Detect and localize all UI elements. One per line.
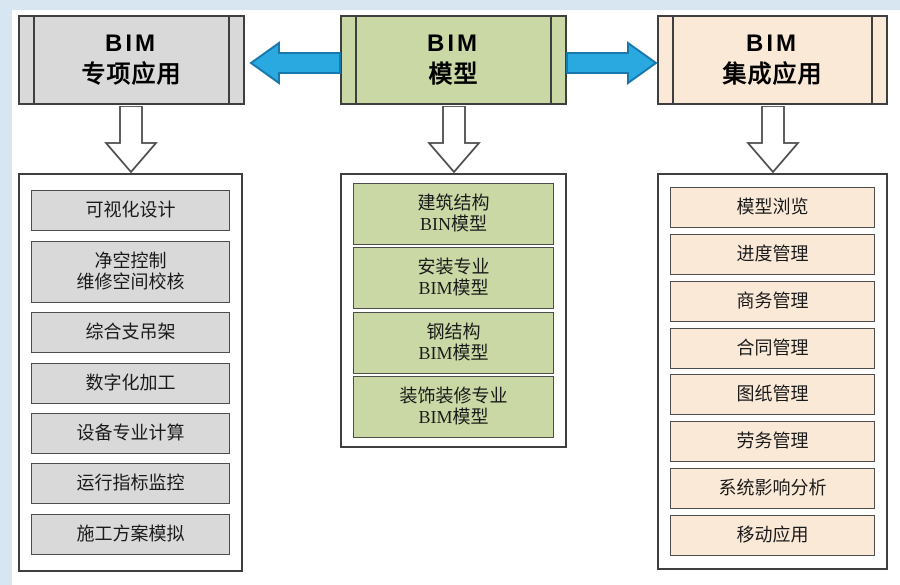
header-integrated-applications-line2: 集成应用 bbox=[722, 61, 823, 88]
item-special-applications-6: 施工方案模拟 bbox=[31, 513, 230, 555]
arrow-right-icon bbox=[566, 41, 658, 85]
item-bim-model-1: 安装专业 BIM模型 bbox=[353, 247, 554, 310]
header-special-applications-line2: 专项应用 bbox=[81, 61, 182, 88]
arrow-left-icon bbox=[249, 41, 341, 85]
header-integrated-applications: BIM 集成应用 bbox=[657, 15, 888, 105]
item-bim-model-2: 钢结构 BIM模型 bbox=[353, 311, 554, 374]
container-special-applications: 可视化设计净空控制 维修空间校核综合支吊架数字化加工设备专业计算运行指标监控施工… bbox=[18, 173, 243, 572]
header-special-applications-line1: BIM bbox=[105, 30, 158, 57]
header-bim-model: BIM 模型 bbox=[340, 15, 567, 105]
item-integrated-applications-0: 模型浏览 bbox=[670, 186, 875, 228]
item-bim-model-3: 装饰装修专业 BIM模型 bbox=[353, 375, 554, 438]
header-bim-model-line1: BIM bbox=[427, 30, 480, 57]
item-integrated-applications-1: 进度管理 bbox=[670, 233, 875, 275]
item-special-applications-0: 可视化设计 bbox=[31, 190, 230, 232]
item-special-applications-1: 净空控制 维修空间校核 bbox=[31, 240, 230, 303]
page-edge-top bbox=[0, 0, 900, 10]
header-integrated-applications-line1: BIM bbox=[746, 30, 799, 57]
item-integrated-applications-6: 系统影响分析 bbox=[670, 468, 875, 510]
header-bim-model-line2: 模型 bbox=[428, 61, 479, 88]
item-integrated-applications-3: 合同管理 bbox=[670, 327, 875, 369]
item-integrated-applications-4: 图纸管理 bbox=[670, 374, 875, 416]
item-special-applications-2: 综合支吊架 bbox=[31, 312, 230, 354]
item-integrated-applications-5: 劳务管理 bbox=[670, 421, 875, 463]
item-special-applications-5: 运行指标监控 bbox=[31, 463, 230, 505]
header-special-applications: BIM 专项应用 bbox=[18, 15, 245, 105]
container-integrated-applications: 模型浏览进度管理商务管理合同管理图纸管理劳务管理系统影响分析移动应用 bbox=[657, 173, 888, 570]
item-bim-model-0: 建筑结构 BIN模型 bbox=[353, 183, 554, 246]
item-special-applications-4: 设备专业计算 bbox=[31, 412, 230, 454]
item-integrated-applications-2: 商务管理 bbox=[670, 280, 875, 322]
arrow-down-left-icon bbox=[104, 106, 158, 174]
arrow-down-center-icon bbox=[427, 106, 481, 174]
item-integrated-applications-7: 移动应用 bbox=[670, 515, 875, 556]
arrow-down-right-icon bbox=[746, 106, 800, 174]
page-edge-left bbox=[0, 0, 12, 585]
item-special-applications-3: 数字化加工 bbox=[31, 362, 230, 404]
container-bim-model: 建筑结构 BIN模型安装专业 BIM模型钢结构 BIM模型装饰装修专业 BIM模… bbox=[340, 173, 567, 448]
